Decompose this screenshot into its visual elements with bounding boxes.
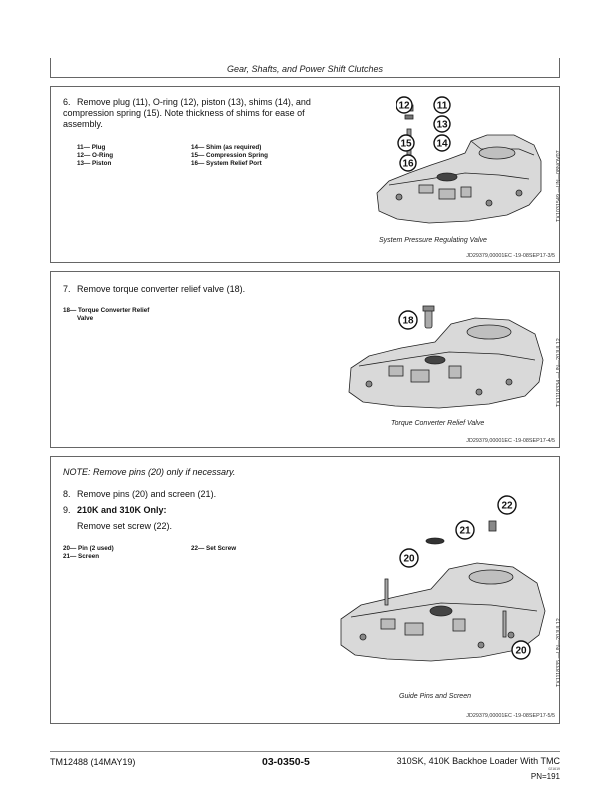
legend-left: 11— Plug 12— O-Ring 13— Piston xyxy=(77,144,113,168)
callout-13: 13 xyxy=(436,120,448,131)
callout-15: 15 xyxy=(400,139,412,150)
legend-item: Valve xyxy=(77,315,94,322)
page-number: 03-0350-5 xyxy=(262,756,310,768)
document-id: JD29379,00001EC -19-08SEP17-3/5 xyxy=(466,253,555,259)
step-number: 6. xyxy=(63,97,71,107)
step-9: 9. 210K and 310K Only: xyxy=(63,505,167,516)
footer-divider xyxy=(50,751,560,752)
step-number: 8. xyxy=(63,489,71,499)
figure-code: TX1031549 —UN—08NOV07 xyxy=(556,150,562,222)
figure-code: TX1118335 —UN—20JUL12 xyxy=(556,618,562,687)
figure-caption: System Pressure Regulating Valve xyxy=(379,237,487,244)
footer-date-code: 021619 xyxy=(548,767,560,771)
step-number: 9. xyxy=(63,505,71,515)
step-panel-6: 6.Remove plug (11), O-ring (12), piston … xyxy=(50,86,562,263)
legend-item: 14— Shim (as required) xyxy=(191,144,262,151)
valve-housing-illustration xyxy=(376,104,542,224)
step-text: Remove pins (20) and screen (21). xyxy=(77,489,217,499)
step-text: 210K and 310K Only: xyxy=(77,505,167,515)
step-text: Remove torque converter relief valve (18… xyxy=(77,284,246,294)
legend-item: 18— Torque Converter Relief xyxy=(63,307,150,314)
legend-right: 14— Shim (as required) 15— Compression S… xyxy=(191,144,268,168)
callout-16: 16 xyxy=(402,159,414,170)
legend-item: 12— O-Ring xyxy=(77,152,114,159)
legend-right: 22— Set Screw xyxy=(191,545,236,553)
section-title: Gear, Shafts, and Power Shift Clutches xyxy=(50,58,560,78)
callout-21: 21 xyxy=(459,526,471,537)
figure-code: TX1118334 —UN—20JUL12 xyxy=(556,338,562,407)
legend-item: 15— Compression Spring xyxy=(191,152,268,159)
callout-group: 12 11 13 15 14 16 xyxy=(396,96,451,172)
figure-caption: Guide Pins and Screen xyxy=(399,693,471,700)
legend-left: 20— Pin (2 used) 21— Screen xyxy=(63,545,114,561)
callout-22: 22 xyxy=(501,501,513,512)
callout-12: 12 xyxy=(398,101,410,112)
document-id: JD29379,00001EC -19-08SEP17-4/5 xyxy=(466,438,555,444)
step-9-sub: Remove set screw (22). xyxy=(77,521,173,531)
step-panel-8-9: NOTE: Remove pins (20) only if necessary… xyxy=(50,456,562,724)
model-title: 310SK, 410K Backhoe Loader With TMC xyxy=(396,756,560,766)
legend-item: 13— Piston xyxy=(77,160,112,167)
step-6: 6.Remove plug (11), O-ring (12), piston … xyxy=(63,97,313,130)
step-7: 7. Remove torque converter relief valve (… xyxy=(63,284,245,295)
guide-pins-housing-illustration: 22 21 20 20 xyxy=(340,495,546,662)
legend: 18— Torque Converter Relief Valve xyxy=(63,307,149,323)
page-pn: PN=191 xyxy=(530,772,560,781)
manual-id: TM12488 (14MAY19) xyxy=(50,757,136,767)
document-id: JD29379,00001EC -19-08SEP17-5/5 xyxy=(466,713,555,719)
legend-item: 20— Pin (2 used) xyxy=(63,545,114,552)
legend-item: 21— Screen xyxy=(63,553,100,560)
note: NOTE: Remove pins (20) only if necessary… xyxy=(63,467,236,477)
callout-20-bottom: 20 xyxy=(515,646,527,657)
step-text: Remove plug (11), O-ring (12), piston (1… xyxy=(63,97,311,129)
step-8: 8. Remove pins (20) and screen (21). xyxy=(63,489,216,500)
step-number: 7. xyxy=(63,284,71,294)
callout-11: 11 xyxy=(437,101,448,112)
figure-caption: Torque Converter Relief Valve xyxy=(391,420,485,427)
legend-item: 16— System Relief Port xyxy=(191,160,262,167)
step-panel-7: 7. Remove torque converter relief valve (… xyxy=(50,271,562,448)
legend-item: 22— Set Screw xyxy=(191,545,237,552)
callout-14: 14 xyxy=(436,139,448,150)
callout-20-top: 20 xyxy=(403,554,415,565)
relief-valve-housing-illustration: 18 xyxy=(348,305,544,409)
legend-item: 11— Plug xyxy=(77,144,106,151)
callout-18: 18 xyxy=(402,316,414,327)
